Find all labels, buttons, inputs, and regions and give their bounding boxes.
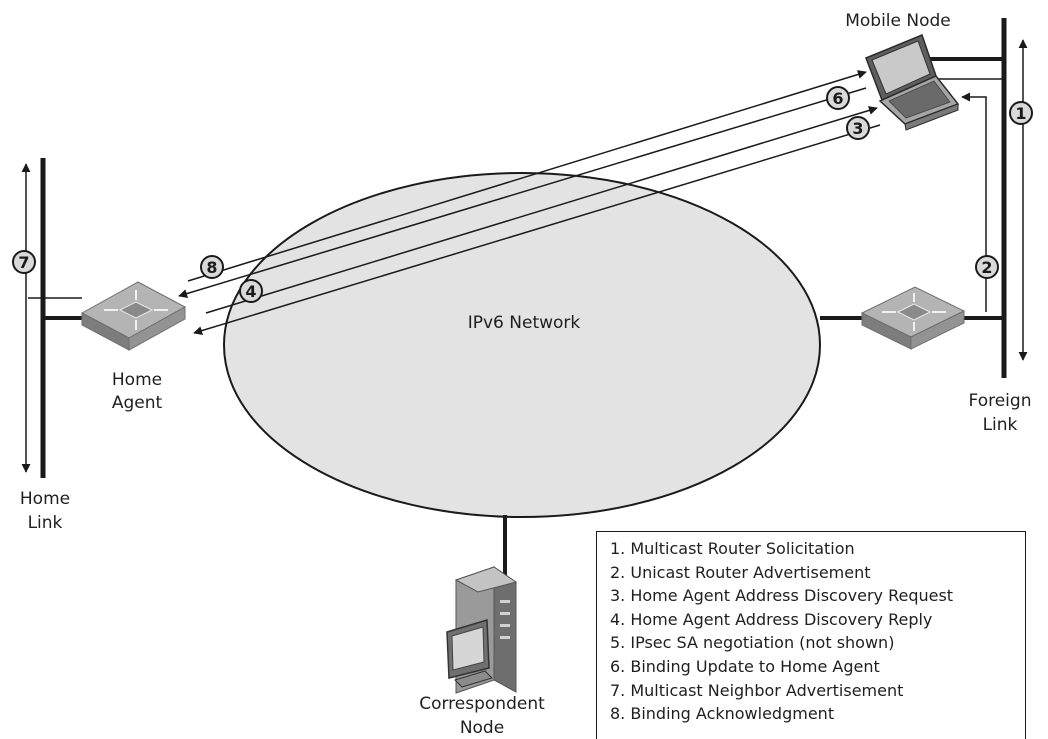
arrow-3-discovery-request [193,124,881,335]
legend-item-6: 6. Binding Update to Home Agent [610,656,880,676]
correspondent-node-label-line1: Correspondent [419,694,545,714]
svg-text:1: 1 [1015,104,1026,123]
svg-text:8: 8 [206,258,217,277]
svg-text:6: 6 [832,89,843,108]
network-label: IPv6 Network [468,313,581,333]
step-marker-1: 1 [1009,101,1033,125]
router-advertisement-arrow [961,92,987,312]
home-link-label-line1: Home [20,489,70,509]
arrow-8-binding-ack [187,70,867,282]
step-marker-4: 4 [239,279,263,303]
mobile-node-laptop-icon [865,34,960,131]
svg-text:3: 3 [852,119,863,138]
correspondent-node-label-line2: Node [460,718,504,738]
svg-text:2: 2 [981,258,992,277]
legend-list: 1. Multicast Router Solicitation 2. Unic… [597,532,1025,726]
step-marker-3: 3 [846,116,870,140]
legend-item-8: 8. Binding Acknowledgment [610,704,835,724]
svg-text:7: 7 [18,253,29,272]
legend-item-3: 3. Home Agent Address Discovery Request [610,586,954,606]
step-marker-2: 2 [975,255,999,279]
legend-item-4: 4. Home Agent Address Discovery Reply [610,609,933,629]
foreign-link-label-line2: Link [983,415,1018,435]
correspondent-server-icon [446,566,518,694]
home-link-label-line2: Link [28,513,63,533]
step-marker-8: 8 [200,255,224,279]
legend-box: 1. Multicast Router Solicitation 2. Unic… [596,531,1026,739]
foreign-link-label-line1: Foreign [969,391,1032,411]
ipv6-network-cloud [223,172,821,518]
arrow-4-discovery-reply [205,106,878,314]
legend-item-5: 5. IPsec SA negotiation (not shown) [610,633,895,653]
mobile-node-label: Mobile Node [845,11,951,31]
step-marker-7: 7 [12,250,36,274]
legend-item-1: 1. Multicast Router Solicitation [610,539,855,558]
arrow-6-binding-update [178,87,867,298]
svg-text:4: 4 [245,282,256,301]
legend-item-2: 2. Unicast Router Advertisement [610,562,871,582]
home-agent-router-icon [80,281,187,351]
step-marker-6: 6 [826,86,850,110]
foreign-router-icon [860,286,966,350]
home-agent-label-line1: Home [112,370,162,390]
home-agent-label-line2: Agent [112,393,163,413]
legend-item-7: 7. Multicast Neighbor Advertisement [610,680,904,700]
